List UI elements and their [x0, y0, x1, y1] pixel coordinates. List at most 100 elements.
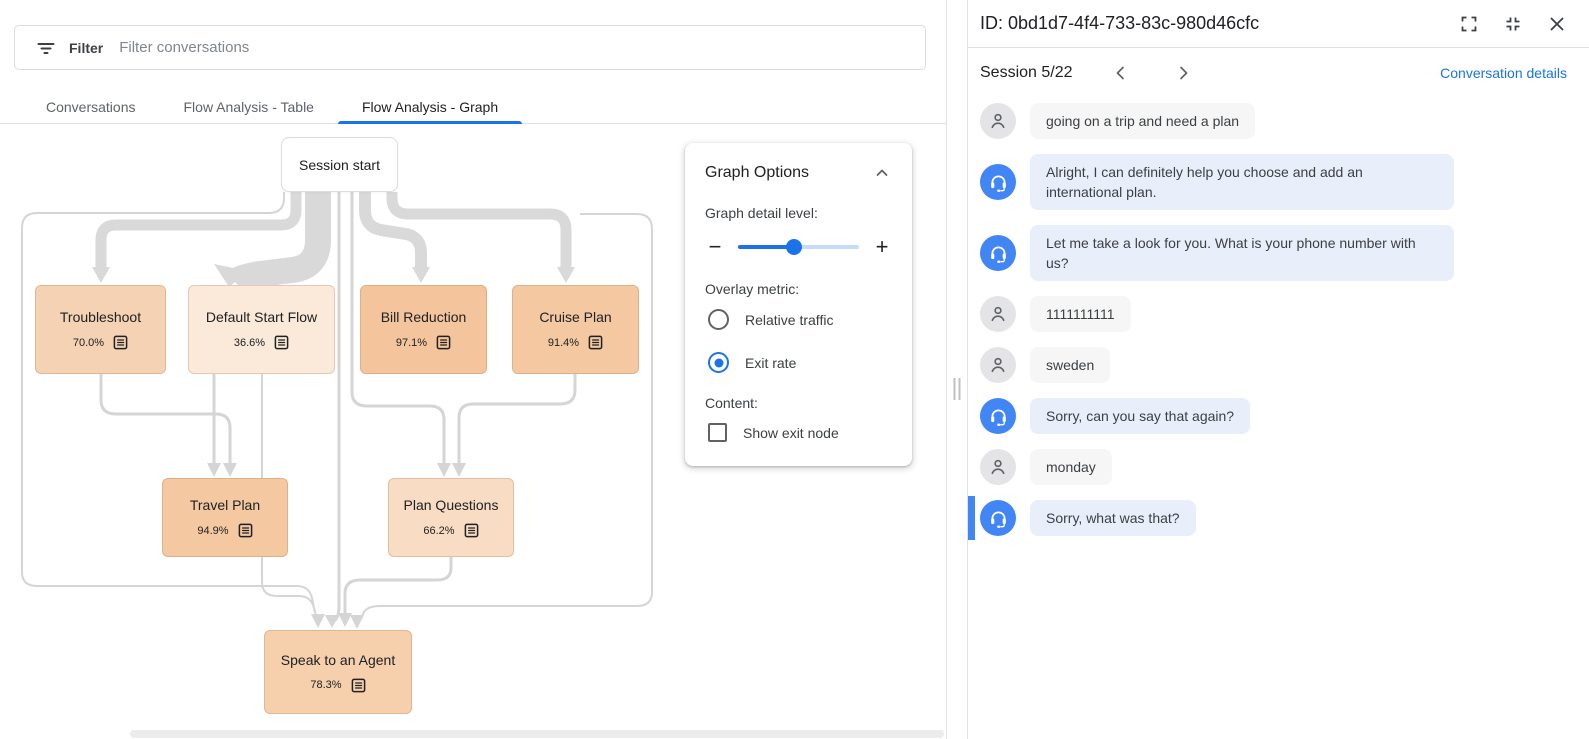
headset-agent-icon	[990, 246, 1006, 263]
show-exit-node-option[interactable]: Show exit node	[705, 423, 892, 442]
node-label: Troubleshoot	[59, 309, 142, 325]
agent-message: Sorry, can you say that again?	[980, 398, 1577, 434]
tab-conversations[interactable]: Conversations	[46, 98, 136, 115]
message-bubble: Alright, I can definitely help you choos…	[1030, 154, 1454, 210]
node-details-list-icon[interactable]	[351, 678, 366, 693]
node-exit-rate: 91.4%	[547, 336, 580, 349]
resizer-grip-icon	[953, 378, 961, 400]
user-message: sweden	[980, 347, 1577, 383]
node-details-list-icon[interactable]	[436, 335, 451, 350]
previous-session-chevron-left-icon[interactable]	[1109, 61, 1133, 85]
node-exit-rate: 97.1%	[395, 336, 428, 349]
person-icon	[991, 113, 1005, 129]
zoom-out-minus-button[interactable]: −	[705, 236, 725, 258]
node-label: Session start	[299, 156, 380, 173]
tab-flow-analysis-graph[interactable]: Flow Analysis - Graph	[337, 90, 523, 124]
person-icon	[991, 459, 1005, 475]
user-avatar	[980, 449, 1016, 485]
node-details-list-icon[interactable]	[113, 335, 128, 350]
node-exit-rate: 70.0%	[72, 336, 105, 349]
pane-resizer[interactable]	[947, 0, 968, 739]
user-message: monday	[980, 449, 1577, 485]
filter-conversations-input[interactable]	[117, 38, 903, 57]
node-details-list-icon[interactable]	[274, 335, 289, 350]
overlay-metric-label: Overlay metric:	[705, 281, 800, 297]
conversation-pane: ID: 0bd1d7-4f4-733-83c-980d46cfc Session…	[968, 0, 1589, 739]
node-exit-rate: 66.2%	[423, 524, 455, 537]
next-session-chevron-right-icon[interactable]	[1171, 61, 1195, 85]
node-exit-rate: 36.6%	[233, 336, 266, 349]
user-avatar	[980, 296, 1016, 332]
agent-avatar	[980, 500, 1016, 536]
node-exit-rate: 94.9%	[197, 524, 229, 537]
flow-node-travel-plan[interactable]: Travel Plan 94.9%	[162, 478, 288, 557]
node-label: Bill Reduction	[380, 309, 467, 325]
user-avatar	[980, 347, 1016, 383]
content-label: Content:	[705, 395, 758, 411]
fullscreen-icon[interactable]	[1459, 14, 1479, 34]
node-details-list-icon[interactable]	[588, 335, 603, 350]
user-avatar	[980, 103, 1016, 139]
radio-exit-rate[interactable]: Exit rate	[705, 352, 892, 373]
tab-bar: Conversations Flow Analysis - Table Flow A…	[0, 90, 946, 124]
radio-label: Relative traffic	[745, 311, 834, 328]
headset-agent-icon	[990, 175, 1006, 192]
flow-node-session-start[interactable]: Session start	[281, 137, 398, 192]
flow-node-troubleshoot[interactable]: Troubleshoot 70.0%	[35, 285, 166, 374]
person-icon	[991, 357, 1005, 373]
headset-agent-icon	[990, 511, 1006, 528]
headset-agent-icon	[990, 409, 1006, 426]
message-bubble: Sorry, can you say that again?	[1030, 398, 1251, 434]
radio-circle-icon[interactable]	[708, 352, 729, 373]
conversation-details-link[interactable]: Conversation details	[1440, 65, 1567, 81]
message-bubble: Let me take a look for you. What is your…	[1030, 225, 1454, 281]
message-bubble: 1111111111	[1030, 296, 1131, 332]
node-details-list-icon[interactable]	[464, 523, 479, 538]
show-exit-node-checkbox[interactable]	[708, 423, 727, 442]
radio-label: Exit rate	[745, 354, 797, 371]
flow-node-plan-questions[interactable]: Plan Questions 66.2%	[388, 478, 514, 557]
agent-message: Alright, I can definitely help you choos…	[980, 154, 1577, 210]
person-icon	[991, 306, 1005, 322]
message-bubble: Sorry, what was that?	[1030, 500, 1196, 536]
tab-flow-analysis-table[interactable]: Flow Analysis - Table	[183, 98, 314, 115]
agent-message: Let me take a look for you. What is your…	[980, 225, 1577, 281]
fullscreen-exit-icon[interactable]	[1503, 14, 1523, 34]
message-bubble: sweden	[1030, 347, 1111, 383]
agent-avatar	[980, 398, 1016, 434]
node-exit-rate: 78.3%	[310, 679, 342, 691]
current-message-indicator	[968, 496, 975, 540]
agent-message: Sorry, what was that?	[968, 496, 1577, 540]
graph-options-title: Graph Options	[705, 164, 810, 181]
collapse-panel-chevron-up-icon[interactable]	[872, 163, 892, 183]
node-label: Travel Plan	[189, 497, 261, 513]
radio-circle-icon[interactable]	[708, 309, 729, 330]
node-label: Cruise Plan	[539, 309, 612, 325]
graph-detail-level-label: Graph detail level:	[705, 205, 818, 221]
agent-avatar	[980, 235, 1016, 271]
zoom-in-plus-button[interactable]: +	[872, 236, 892, 258]
horizontal-scrollbar[interactable]	[130, 730, 944, 738]
slider-fill	[738, 245, 794, 249]
graph-options-panel: Graph Options Graph detail level: − + Ov…	[685, 143, 912, 466]
filter-label: Filter	[69, 39, 104, 56]
slider-thumb[interactable]	[785, 239, 802, 255]
filter-bar[interactable]: Filter	[14, 25, 926, 70]
message-bubble: going on a trip and need a plan	[1030, 103, 1256, 139]
radio-relative-traffic[interactable]: Relative traffic	[705, 309, 892, 330]
user-message: going on a trip and need a plan	[980, 103, 1577, 139]
user-message: 1111111111	[980, 296, 1577, 332]
flow-node-bill-reduction[interactable]: Bill Reduction 97.1%	[360, 285, 487, 374]
close-icon[interactable]	[1547, 14, 1567, 34]
graph-detail-slider[interactable]	[738, 239, 859, 255]
flow-node-cruise-plan[interactable]: Cruise Plan 91.4%	[512, 285, 639, 374]
node-label: Plan Questions	[403, 497, 499, 513]
flow-analysis-pane: Filter Conversations Flow Analysis - Tabl…	[0, 0, 947, 739]
session-counter: Session 5/22	[980, 64, 1073, 81]
node-details-list-icon[interactable]	[238, 523, 253, 538]
message-bubble: monday	[1030, 449, 1112, 485]
